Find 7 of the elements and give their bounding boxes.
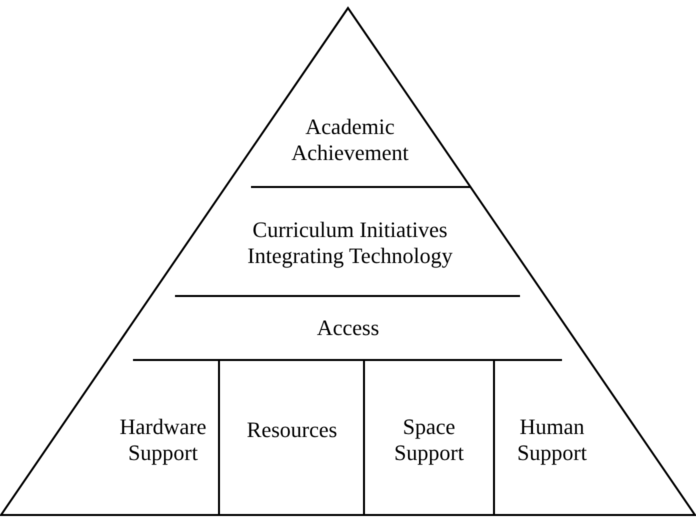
tier-label: Hardware Support: [118, 414, 208, 466]
tier-label: Space Support: [393, 414, 465, 466]
tier-label: Resources: [246, 417, 338, 443]
tier-label: Access: [316, 315, 380, 341]
tier-label: Curriculum Initiatives Integrating Technology: [246, 217, 454, 269]
tier-label: Human Support: [516, 414, 588, 466]
tier-label: Academic Achievement: [290, 114, 410, 166]
